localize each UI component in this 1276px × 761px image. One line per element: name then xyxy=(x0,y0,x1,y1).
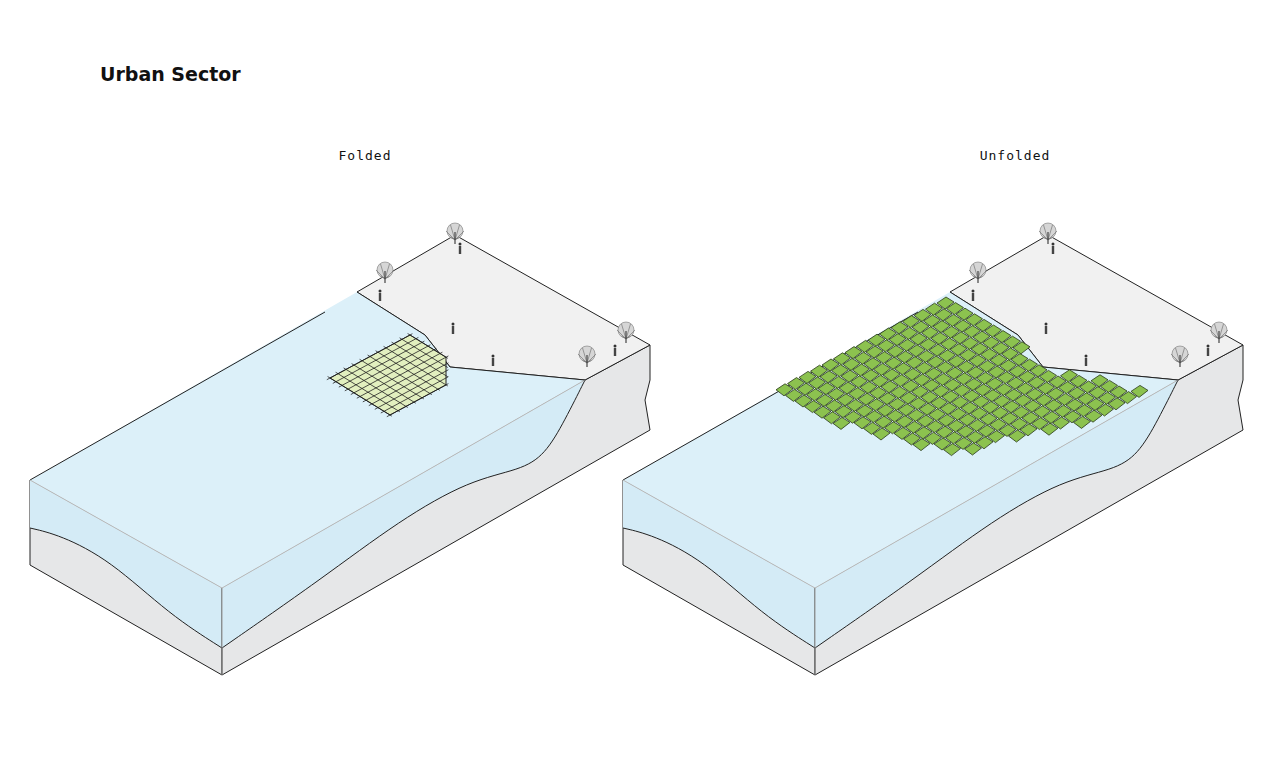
tree-branch xyxy=(451,225,456,240)
green-tile xyxy=(833,417,850,429)
person-body xyxy=(459,246,461,254)
person-head xyxy=(614,345,617,348)
tree-branch xyxy=(978,264,983,279)
tree-branch xyxy=(1176,348,1181,363)
folded-block xyxy=(30,223,650,675)
person-body xyxy=(1052,246,1054,254)
tree xyxy=(446,223,464,244)
tree-trunk xyxy=(1218,331,1219,343)
grid-line xyxy=(381,377,449,413)
green-tile xyxy=(913,439,930,451)
land-top xyxy=(950,235,1243,380)
person xyxy=(1052,243,1055,255)
green-tile xyxy=(1009,430,1026,442)
tree-branch xyxy=(455,225,460,240)
front-edge xyxy=(222,588,223,675)
front-edge xyxy=(815,588,816,675)
person-body xyxy=(492,358,494,366)
person xyxy=(972,290,975,302)
person-head xyxy=(492,355,495,358)
tree-trunk xyxy=(625,331,626,343)
tree xyxy=(1039,223,1057,244)
water-top xyxy=(30,292,585,588)
tree-trunk xyxy=(977,271,978,283)
tree-branch xyxy=(626,324,631,339)
tree-trunk xyxy=(1179,355,1180,367)
green-tile xyxy=(965,443,982,455)
green-tile xyxy=(1074,416,1091,428)
grid-line xyxy=(400,338,448,368)
tree-branch xyxy=(587,348,592,363)
grid-line xyxy=(392,342,448,377)
person-head xyxy=(1045,323,1048,326)
green-tile xyxy=(873,428,890,440)
person-body xyxy=(1207,348,1209,356)
tree xyxy=(578,346,596,367)
person xyxy=(379,290,382,302)
water-edge xyxy=(623,312,918,480)
person-body xyxy=(1045,326,1047,334)
tree xyxy=(376,262,394,283)
person-body xyxy=(452,326,454,334)
person-head xyxy=(1085,355,1088,358)
person xyxy=(1045,323,1048,335)
green-tile xyxy=(944,444,961,456)
water-edge xyxy=(623,380,1178,588)
tree-branch xyxy=(583,348,588,363)
tree-branch xyxy=(385,264,390,279)
person xyxy=(492,355,495,367)
view-label: Unfolded xyxy=(980,148,1051,163)
person-body xyxy=(614,348,616,356)
water-top xyxy=(623,292,1178,588)
person-head xyxy=(379,290,382,293)
tree-trunk xyxy=(454,232,455,244)
tree-branch xyxy=(1215,324,1220,339)
water-edge xyxy=(30,312,325,480)
unfolded-tiles xyxy=(776,297,1148,456)
view-label: Folded xyxy=(339,148,392,163)
tree-trunk xyxy=(586,355,587,367)
tree-branch xyxy=(1180,348,1185,363)
person-head xyxy=(459,243,462,246)
folded-grid xyxy=(327,334,449,417)
grid-line xyxy=(408,334,448,359)
shore-line xyxy=(950,292,1178,380)
unfolded-block xyxy=(623,223,1243,675)
person xyxy=(1085,355,1088,367)
tree xyxy=(617,322,635,343)
grid-line xyxy=(369,363,449,406)
diagram-title: Urban Sector xyxy=(100,63,241,85)
person-head xyxy=(1207,345,1210,348)
person xyxy=(1207,345,1210,357)
grid-line xyxy=(387,384,449,417)
tree xyxy=(1210,322,1228,343)
person-head xyxy=(1052,243,1055,246)
person-head xyxy=(452,323,455,326)
tree-branch xyxy=(1219,324,1224,339)
tree-branch xyxy=(1044,225,1049,240)
tree-branch xyxy=(381,264,386,279)
person xyxy=(452,323,455,335)
green-tile xyxy=(1041,423,1058,435)
person-body xyxy=(1085,358,1087,366)
tree-trunk xyxy=(1047,232,1048,244)
tree xyxy=(1171,346,1189,367)
water-edge xyxy=(30,380,585,588)
person-body xyxy=(379,293,381,301)
person-head xyxy=(972,290,975,293)
tree-trunk xyxy=(384,271,385,283)
person xyxy=(614,345,617,357)
tree xyxy=(969,262,987,283)
person xyxy=(459,243,462,255)
tree-branch xyxy=(622,324,627,339)
tree-branch xyxy=(974,264,979,279)
person-body xyxy=(972,293,974,301)
tree-branch xyxy=(1048,225,1053,240)
